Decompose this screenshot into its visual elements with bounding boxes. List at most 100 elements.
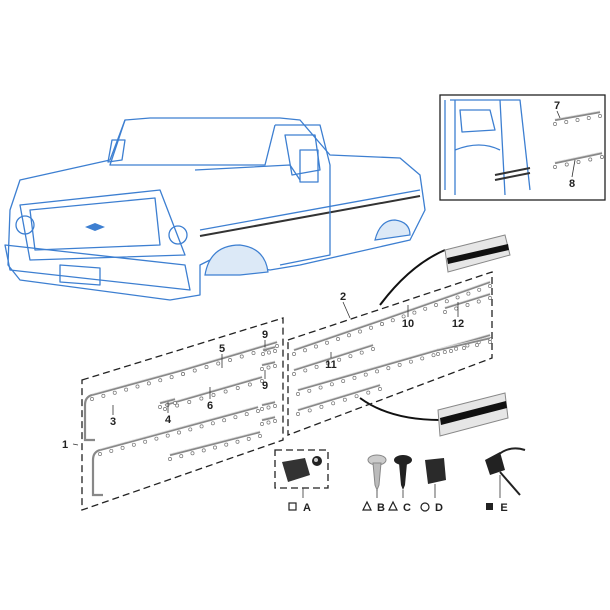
clip-hole [314,364,319,369]
clip-hole [318,385,323,390]
molding-strip [292,343,375,376]
clip-hole [266,365,271,370]
clip-hole [244,412,249,417]
truck-illustration [4,117,426,301]
clip-hole [273,419,277,423]
clip-hole [177,430,181,435]
callout-6: 6 [207,400,213,412]
clip-hole [303,348,307,353]
callout-leader [72,443,79,446]
clip-hole [476,299,481,304]
clip-hole [169,375,174,380]
fastener-d-nut [425,458,446,484]
molding-strip [158,397,177,409]
circle-outline-icon [420,502,430,512]
clip-hole [475,343,479,347]
clip-hole [465,303,470,307]
clip-hole [120,445,125,450]
clip-hole [112,390,117,395]
clip-hole [588,157,593,162]
clip-hole [211,393,216,397]
triangle-outline-icon [388,500,398,511]
clip-hole [273,404,277,408]
molding-strip [90,368,185,401]
clip-hole [412,310,417,315]
clip-hole [179,454,184,459]
clip-hole [199,424,204,429]
clip-hole [386,366,391,371]
fastener-label-D: D [435,502,443,514]
clip-hole [600,155,604,159]
clip-hole [348,354,353,359]
clip-hole [325,340,329,345]
clip-hole [239,354,244,359]
fastener-a-clip [282,456,322,482]
clip-hole [173,401,177,405]
clip-hole [199,396,204,401]
callout-5: 5 [219,343,225,355]
clip-hole [390,318,395,323]
clip-hole [363,372,368,377]
callout-leader [556,110,561,119]
clip-hole [488,296,492,300]
callout-10: 10 [402,318,414,330]
clip-hole [275,344,279,348]
clip-hole [204,365,209,369]
molding-strip [260,400,277,411]
clip-hole [101,393,106,398]
clip-hole [366,390,371,395]
clip-hole [436,352,440,356]
clip-hole [266,420,271,425]
clip-hole [216,361,221,366]
clip-hole [168,457,172,461]
clip-hole [247,382,252,387]
triangle-outline-icon [362,500,372,511]
callout-1: 1 [62,439,68,451]
clip-hole [224,442,229,447]
clip-hole [235,386,240,390]
clip-hole [434,303,438,307]
clip-hole [228,358,232,362]
clip-hole [444,299,449,304]
callout-8: 8 [569,178,575,190]
clip-hole [352,375,357,380]
clip-hole [256,409,260,413]
clip-hole [488,340,492,344]
clip-hole [190,451,195,456]
clip-hole [336,337,340,341]
clip-hole [329,382,334,387]
molding-profile-top [444,234,511,273]
fastener-label-E: E [500,502,507,514]
molding-strips [83,110,604,497]
callout-7: 7 [554,100,560,112]
clip-hole [260,379,264,383]
callout-9: 9 [262,380,268,392]
clip-hole [143,439,148,444]
clip-hole [131,442,136,447]
clip-hole [303,368,308,373]
molding-strip-end [83,393,95,442]
clip-hole [109,448,114,453]
clip-hole [292,372,296,376]
clip-hole [260,367,264,371]
clip-hole [337,357,342,362]
clip-hole [564,120,569,124]
clip-hole [98,452,102,456]
clip-hole [408,359,413,364]
molding-strip [98,405,260,456]
molding-strip [168,430,262,461]
callout-3: 3 [110,416,116,428]
clip-hole [553,165,557,169]
molding-strip-end [91,448,103,497]
clip-hole [462,346,466,350]
molding-strip [260,415,277,426]
clip-hole [158,405,162,409]
molding-profile-bottom [437,392,509,437]
clip-hole [331,401,336,406]
clip-hole [420,356,425,361]
clip-hole [163,407,167,411]
callout-12: 12 [452,318,464,330]
clip-hole [192,368,197,373]
